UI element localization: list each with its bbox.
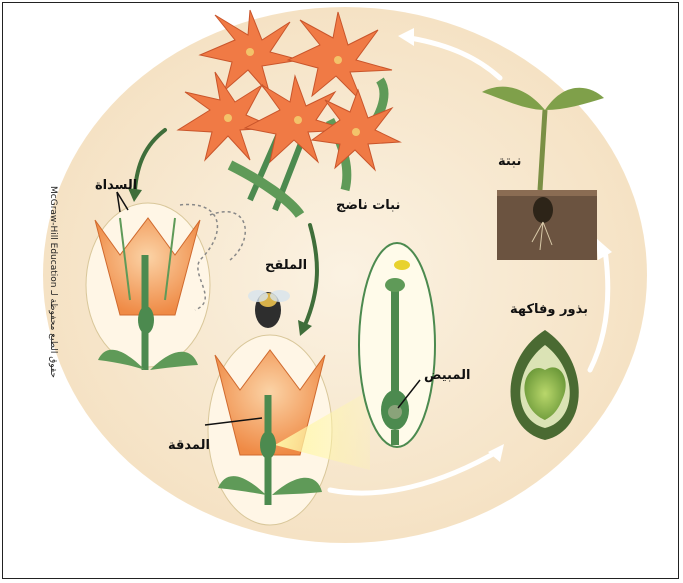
label-stamen: السداة <box>95 178 137 193</box>
label-pistil: المدقة <box>168 438 210 453</box>
label-pollinator: الملقح <box>265 258 307 273</box>
label-ovary: المبيض <box>424 368 470 383</box>
pistil-zoom <box>359 243 435 447</box>
label-seeds-fruit: بذور وفاكهة <box>510 302 588 317</box>
label-seedling: نبتة <box>498 154 521 169</box>
label-mature-plant: نبات ناضج <box>336 198 400 213</box>
copyright-credit: McGraw-Hill Education حقوق الطبع محفوظة … <box>44 186 62 386</box>
